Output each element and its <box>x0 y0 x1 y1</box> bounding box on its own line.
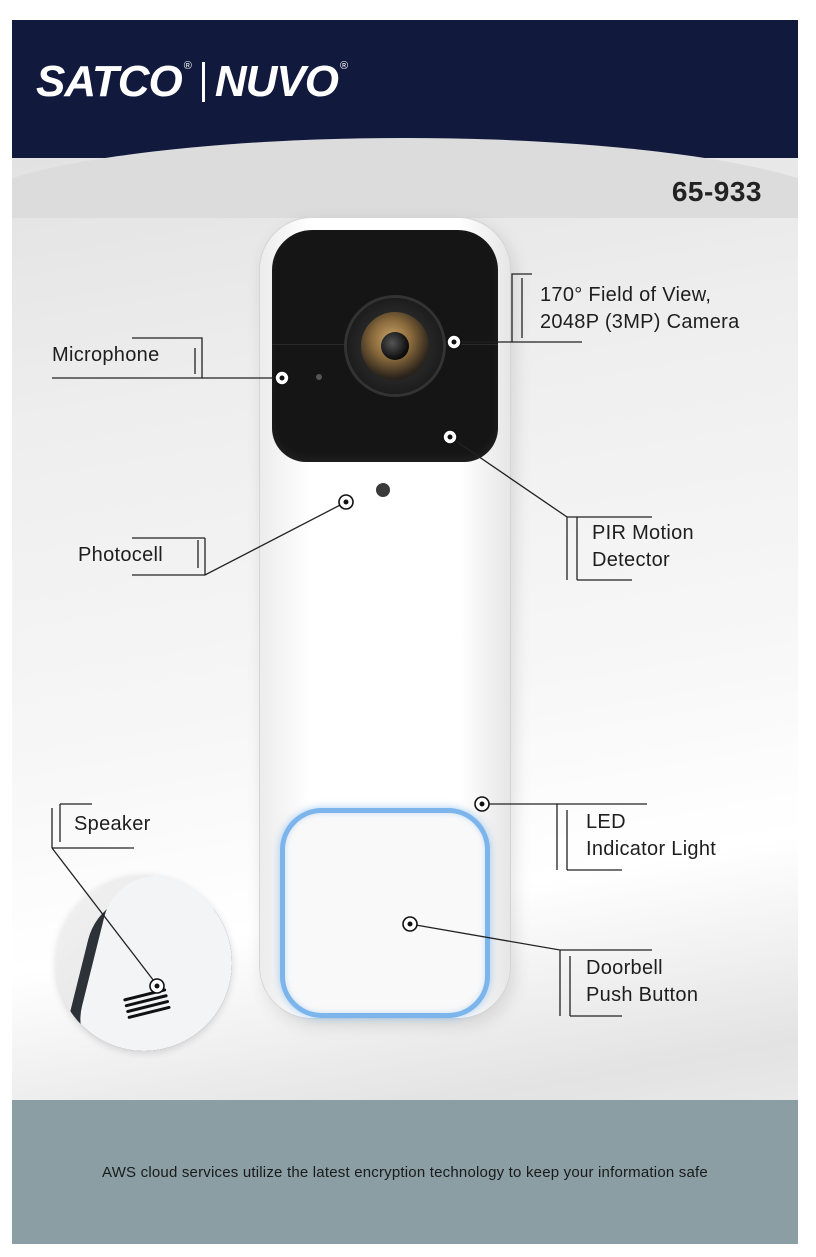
lens-center <box>381 332 409 360</box>
brand-logo: SATCO ® NUVO ® <box>36 60 348 104</box>
doorbell-push-button <box>280 808 490 1018</box>
callout-camera: 170° Field of View, 2048P (3MP) Camera <box>540 284 740 333</box>
callout-microphone: Microphone <box>52 344 160 366</box>
brand-header: SATCO ® NUVO ® <box>12 20 798 158</box>
lens-ring <box>361 312 429 380</box>
camera-lens-icon <box>347 298 443 394</box>
target-dot-icon <box>149 334 490 994</box>
speaker-closeup <box>56 875 232 1051</box>
callout-lines <box>51 273 652 1017</box>
callout-photocell: Photocell <box>78 544 163 566</box>
registered-mark: ® <box>339 60 349 72</box>
product-sheet: SATCO ® NUVO ® 65-933 <box>12 20 798 1244</box>
footer-text: AWS cloud services utilize the latest en… <box>102 1163 708 1181</box>
microphone-hole <box>316 374 322 380</box>
callout-speaker: Speaker <box>74 813 151 835</box>
brand-satco: SATCO <box>36 57 183 106</box>
brand-divider <box>201 62 205 102</box>
footer-banner: AWS cloud services utilize the latest en… <box>12 1100 798 1244</box>
doorbell-device <box>260 218 510 1018</box>
brand-nuvo: NUVO <box>214 57 339 106</box>
photocell-sensor <box>376 483 390 497</box>
registered-mark: ® <box>183 60 192 72</box>
model-number: 65-933 <box>671 176 762 207</box>
callout-led-indicator: LED Indicator Light <box>586 811 717 860</box>
callout-doorbell-button: Doorbell Push Button <box>586 957 699 1006</box>
callout-pir-motion: PIR Motion Detector <box>592 522 694 571</box>
